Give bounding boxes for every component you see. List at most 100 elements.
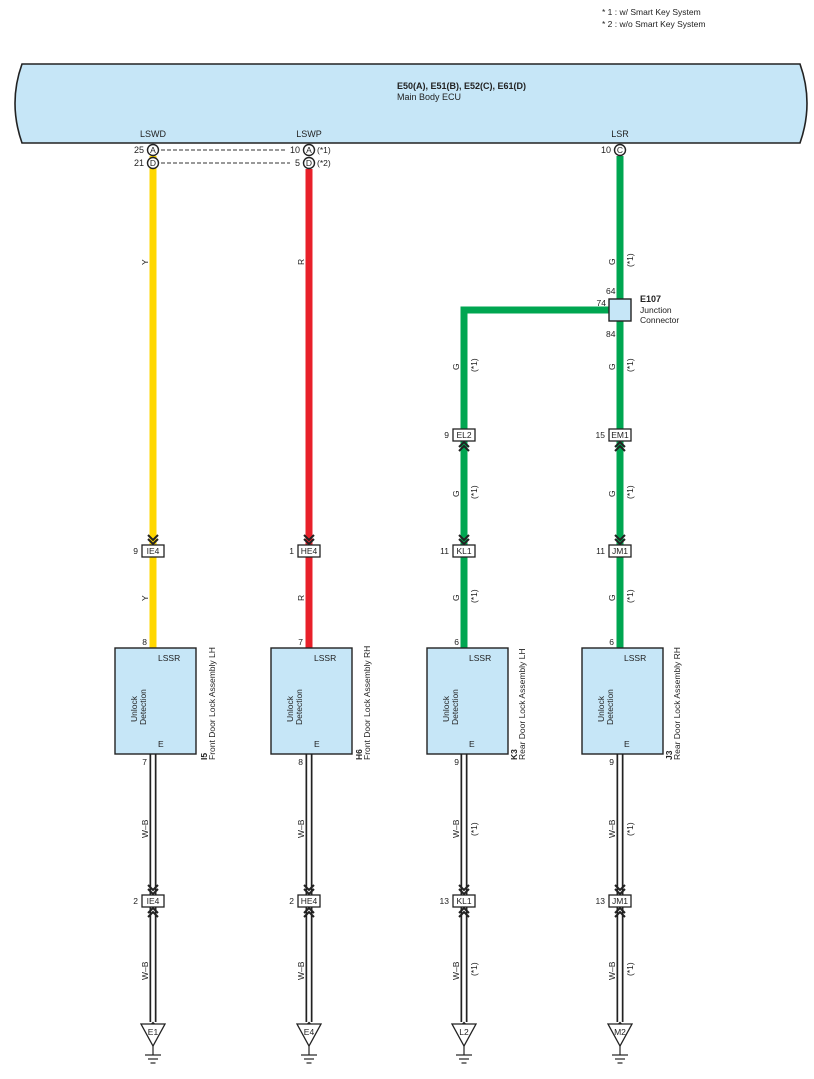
svg-text:JM1: JM1 <box>612 546 628 556</box>
svg-text:IE4: IE4 <box>147 896 160 906</box>
pin-connector: A <box>306 145 312 155</box>
wire-segment <box>460 306 609 429</box>
terminal-e: E <box>158 739 164 749</box>
svg-text:KL1: KL1 <box>456 896 471 906</box>
inline-connector-jm1: JM1 11 <box>596 544 632 558</box>
wire-label: W–B <box>451 961 461 980</box>
svg-text:EL2: EL2 <box>456 430 471 440</box>
wire-label: G <box>451 594 461 601</box>
wire-label-note: (*1) <box>469 358 479 372</box>
pin-top: 7 <box>298 637 303 647</box>
svg-text:IE4: IE4 <box>147 546 160 556</box>
pin-top: 6 <box>609 637 614 647</box>
junction-pin-top: 64 <box>606 286 616 296</box>
inline-connector-em1: EM1 15 <box>596 428 632 442</box>
inline-connector-ie4: IE4 9 <box>133 544 165 558</box>
inline-connector-jm1-lower: JM1 13 <box>596 894 632 908</box>
ground-triangle <box>450 1023 478 1048</box>
svg-text:9: 9 <box>444 430 449 440</box>
terminal-lssr: LSSR <box>469 653 491 663</box>
pin-bottom: 9 <box>454 757 459 767</box>
pin-note: (*1) <box>317 145 331 155</box>
function-label: Detection <box>605 689 615 725</box>
ecu-connectors: E50(A), E51(B), E52(C), E61(D) <box>397 81 526 91</box>
pin-bottom: 9 <box>609 757 614 767</box>
ground-label: E4 <box>304 1027 315 1037</box>
ecu-pin-circle <box>302 156 316 170</box>
junction-name-2: Connector <box>640 315 679 325</box>
component-name: Rear Door Lock Assembly RH <box>672 647 682 760</box>
ecu-pin-circle <box>146 156 160 170</box>
pin-bottom: 7 <box>142 757 147 767</box>
ground-triangle <box>606 1023 634 1048</box>
wire-labels: Y Y R R G (*1) G (*1) G (*1) G (*1) G (*… <box>140 253 635 980</box>
pin-bottom: 8 <box>298 757 303 767</box>
wire-label: W–B <box>607 961 617 980</box>
svg-text:KL1: KL1 <box>456 546 471 556</box>
pin-number: 21 <box>134 158 144 168</box>
pin-number: 10 <box>290 145 300 155</box>
wire-label: G <box>451 363 461 370</box>
svg-text:2: 2 <box>289 896 294 906</box>
svg-text:11: 11 <box>440 546 449 556</box>
connector-arrow-down <box>147 534 159 546</box>
wire-label: G <box>451 490 461 497</box>
terminal-e: E <box>314 739 320 749</box>
rear-door-lock-rh: 6 9 LSSR E Unlock Detection J3 Rear Door… <box>581 637 682 767</box>
wire-label: G <box>607 363 617 370</box>
wire-label: G <box>607 258 617 265</box>
wire-label: Y <box>140 259 150 265</box>
component-name: Front Door Lock Assembly RH <box>362 646 372 760</box>
ecu-terminal-lswp: LSWP <box>296 129 322 139</box>
connector-arrow-up <box>147 906 159 918</box>
ground-label: L2 <box>459 1027 469 1037</box>
svg-text:2: 2 <box>133 896 138 906</box>
component-code: H6 <box>354 749 364 760</box>
wire-label-note: (*1) <box>469 822 479 836</box>
wire-label: Y <box>140 595 150 601</box>
terminal-e: E <box>469 739 475 749</box>
inline-connector-kl1-lower: KL1 13 <box>440 894 476 908</box>
junction-name-1: Junction <box>640 305 672 315</box>
connector-arrow-up <box>614 906 626 918</box>
pin-note: (*2) <box>317 158 331 168</box>
wire-label: W–B <box>140 961 150 980</box>
wire-label: W–B <box>607 819 617 838</box>
note-2: * 2 : w/o Smart Key System <box>602 19 705 29</box>
svg-text:9: 9 <box>133 546 138 556</box>
svg-text:13: 13 <box>596 896 606 906</box>
front-door-lock-rh: 7 8 LSSR E Unlock Detection H6 Front Doo… <box>270 637 372 767</box>
pin-number: 25 <box>134 145 144 155</box>
function-label: Detection <box>138 689 148 725</box>
inline-connector-ie4-lower: IE4 2 <box>133 894 165 908</box>
connector-arrow-down <box>614 884 626 896</box>
junction-pin-left: 74 <box>597 298 607 308</box>
connector-arrow-down <box>303 884 315 896</box>
rear-door-lock-lh: 6 9 LSSR E Unlock Detection K3 Rear Door… <box>426 637 527 767</box>
connector-arrow-up <box>458 906 470 918</box>
function-label: Unlock <box>596 695 606 722</box>
svg-text:EM1: EM1 <box>611 430 629 440</box>
wire-label-note: (*1) <box>625 485 635 499</box>
wire-label-note: (*1) <box>625 962 635 976</box>
svg-text:HE4: HE4 <box>301 546 318 556</box>
component-code: J3 <box>664 750 674 760</box>
inline-connector-el2: EL2 9 <box>444 428 476 442</box>
function-label: Unlock <box>129 695 139 722</box>
connector-arrow-down <box>458 884 470 896</box>
wire-label-note: (*1) <box>469 485 479 499</box>
terminal-lssr: LSSR <box>158 653 180 663</box>
component-code: K3 <box>509 749 519 760</box>
pin-number: 10 <box>601 145 611 155</box>
svg-text:1: 1 <box>289 546 294 556</box>
connector-arrow-up <box>458 440 470 452</box>
connector-arrow-up <box>614 440 626 452</box>
component-name: Rear Door Lock Assembly LH <box>517 649 527 761</box>
note-1: * 1 : w/ Smart Key System <box>602 7 701 17</box>
terminal-lssr: LSSR <box>314 653 336 663</box>
inline-connector-kl1: KL1 11 <box>440 544 476 558</box>
component-code: I5 <box>199 753 209 760</box>
wire-label: W–B <box>296 819 306 838</box>
function-label: Unlock <box>441 695 451 722</box>
ecu-pin-circle <box>613 143 627 157</box>
